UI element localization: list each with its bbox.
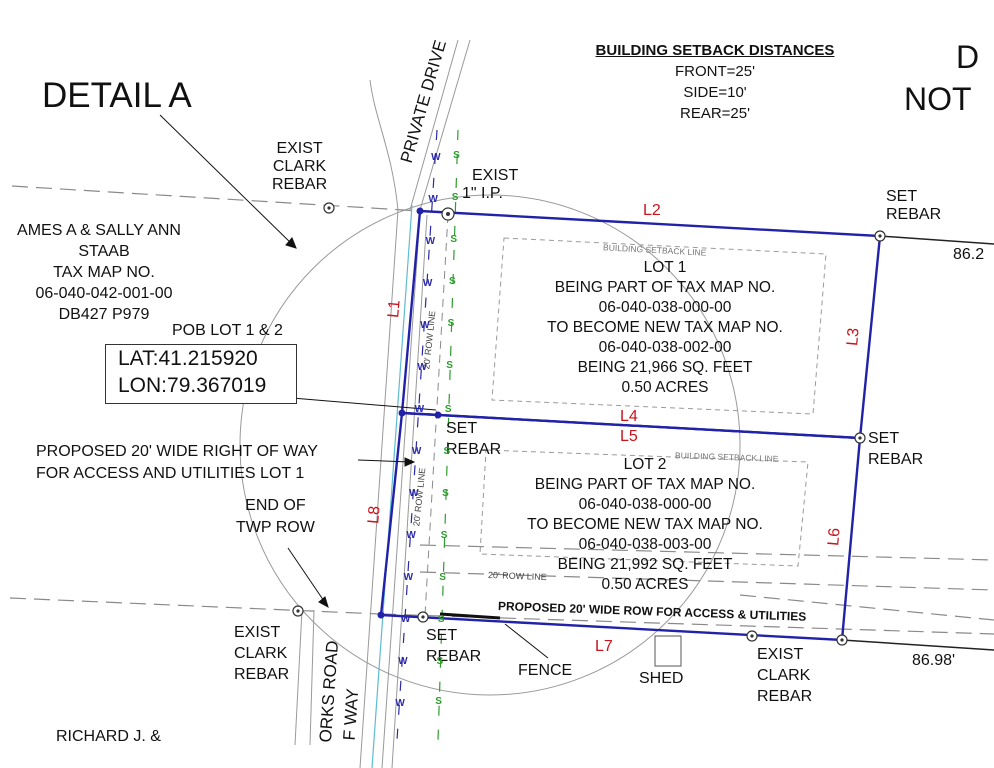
water-line-mark: W (420, 320, 430, 331)
lot-corner-point (377, 611, 385, 619)
sewer-line (437, 129, 459, 741)
water-line-mark: W (406, 530, 416, 541)
line-label-L6: L6 (825, 527, 844, 547)
line-label-L5: L5 (620, 428, 638, 445)
setback-side: SIDE=10' (683, 84, 747, 101)
water-line-mark: W (417, 362, 427, 373)
setback-heading: BUILDING SETBACK DISTANCES (595, 42, 835, 59)
lot2-description: LOT 2 BEING PART OF TAX MAP NO. 06-040-0… (500, 455, 790, 595)
exist-clark-rebar-bl: EXIST CLARK REBAR (234, 624, 290, 683)
distance-bottom-right: 86.98' (912, 652, 956, 669)
line-label-L8: L8 (365, 505, 384, 525)
water-line-mark: W (395, 698, 405, 709)
sewer-line-mark: S (440, 530, 448, 541)
sewer-line-mark: S (439, 572, 446, 583)
shed-box (654, 635, 682, 667)
detail-circle (239, 194, 741, 696)
water-line-mark: W (398, 656, 408, 667)
water-line-mark: W (409, 488, 419, 499)
pob-label: POB LOT 1 & 2 (172, 322, 283, 339)
water-line-mark: W (422, 278, 433, 289)
water-line-mark: W (414, 404, 425, 415)
corner-text-2: NOT (904, 81, 972, 117)
pob-coordinates-box: LAT:41.215920 LON:79.367019 (105, 344, 297, 404)
water-line-mark: W (400, 614, 411, 625)
pob-lon: LON:79.367019 (118, 374, 267, 397)
water-line-mark: W (428, 194, 438, 205)
set-rebar-bottom: SET REBAR (426, 627, 482, 665)
line-label-L4: L4 (620, 408, 638, 425)
line-label-L1: L1 (385, 299, 404, 319)
line-label-L3: L3 (844, 327, 863, 347)
lot-corner-point (434, 411, 442, 419)
sewer-line-mark: S (447, 318, 455, 329)
sewer-line-mark: S (453, 150, 460, 161)
sewer-line-mark: S (436, 656, 444, 667)
setback-rear: REAR=25' (680, 105, 750, 122)
setback-boxes (479, 237, 827, 567)
distance-top-right: 86.2 (953, 246, 985, 263)
exist-clark-rebar-br: EXIST CLARK REBAR (757, 646, 813, 705)
water-line-mark: W (425, 236, 436, 247)
sewer-line-mark: S (443, 446, 451, 457)
sewer-line-mark: S (449, 276, 456, 287)
set-rebar-mid-right: SET REBAR (868, 430, 924, 468)
water-line (396, 129, 438, 741)
exist-clark-rebar-top: EXIST CLARK REBAR (272, 140, 328, 193)
end-twp-row: END OF TWP ROW (236, 497, 315, 536)
sewer-line-mark: S (442, 488, 449, 499)
water-line-mark: W (411, 446, 422, 457)
set-rebar-ne: SET REBAR (886, 188, 942, 223)
adjoiner-bottom: RICHARD J. & (56, 728, 161, 745)
lot1-title: LOT 1 (643, 259, 687, 276)
sewer-line-mark: S (446, 360, 453, 371)
pob-point (416, 207, 424, 215)
corner-text-1: D (956, 39, 980, 75)
sewer-line-mark: S (437, 614, 445, 625)
lot1-description: LOT 1 BEING PART OF TAX MAP NO. 06-040-0… (520, 258, 810, 398)
setback-table: BUILDING SETBACK DISTANCES FRONT=25' SID… (560, 40, 870, 124)
sewer-line-mark: S (451, 192, 459, 203)
water-line-mark: W (431, 152, 441, 163)
pob-lat: LAT:41.215920 (118, 347, 258, 370)
fence-line (439, 612, 501, 620)
road-name-bottom-2: F WAY (339, 687, 363, 742)
water-line-mark: W (403, 572, 414, 583)
lot-corner-point (398, 409, 406, 417)
adjoiner-top: AMES A & SALLY ANN STAAB TAX MAP NO. 06-… (17, 222, 181, 323)
lot2-title: LOT 2 (623, 456, 667, 473)
detail-title: DETAIL A (42, 76, 192, 115)
sewer-line-mark: S (444, 404, 452, 415)
road-lines (294, 39, 471, 768)
exist-ip-label: EXIST 1" I.P. (462, 167, 519, 202)
fence-label: FENCE (518, 662, 573, 679)
sewer-line-mark: S (450, 234, 458, 245)
line-label-L2: L2 (643, 202, 661, 219)
setback-front: FRONT=25' (675, 63, 755, 80)
shed-label: SHED (639, 670, 684, 687)
line-label-L7: L7 (595, 638, 613, 655)
sewer-line-mark: S (435, 696, 442, 707)
row-note: PROPOSED 20' WIDE RIGHT OF WAY FOR ACCES… (36, 443, 318, 482)
set-rebar-mid-left: SET REBAR (446, 420, 502, 458)
